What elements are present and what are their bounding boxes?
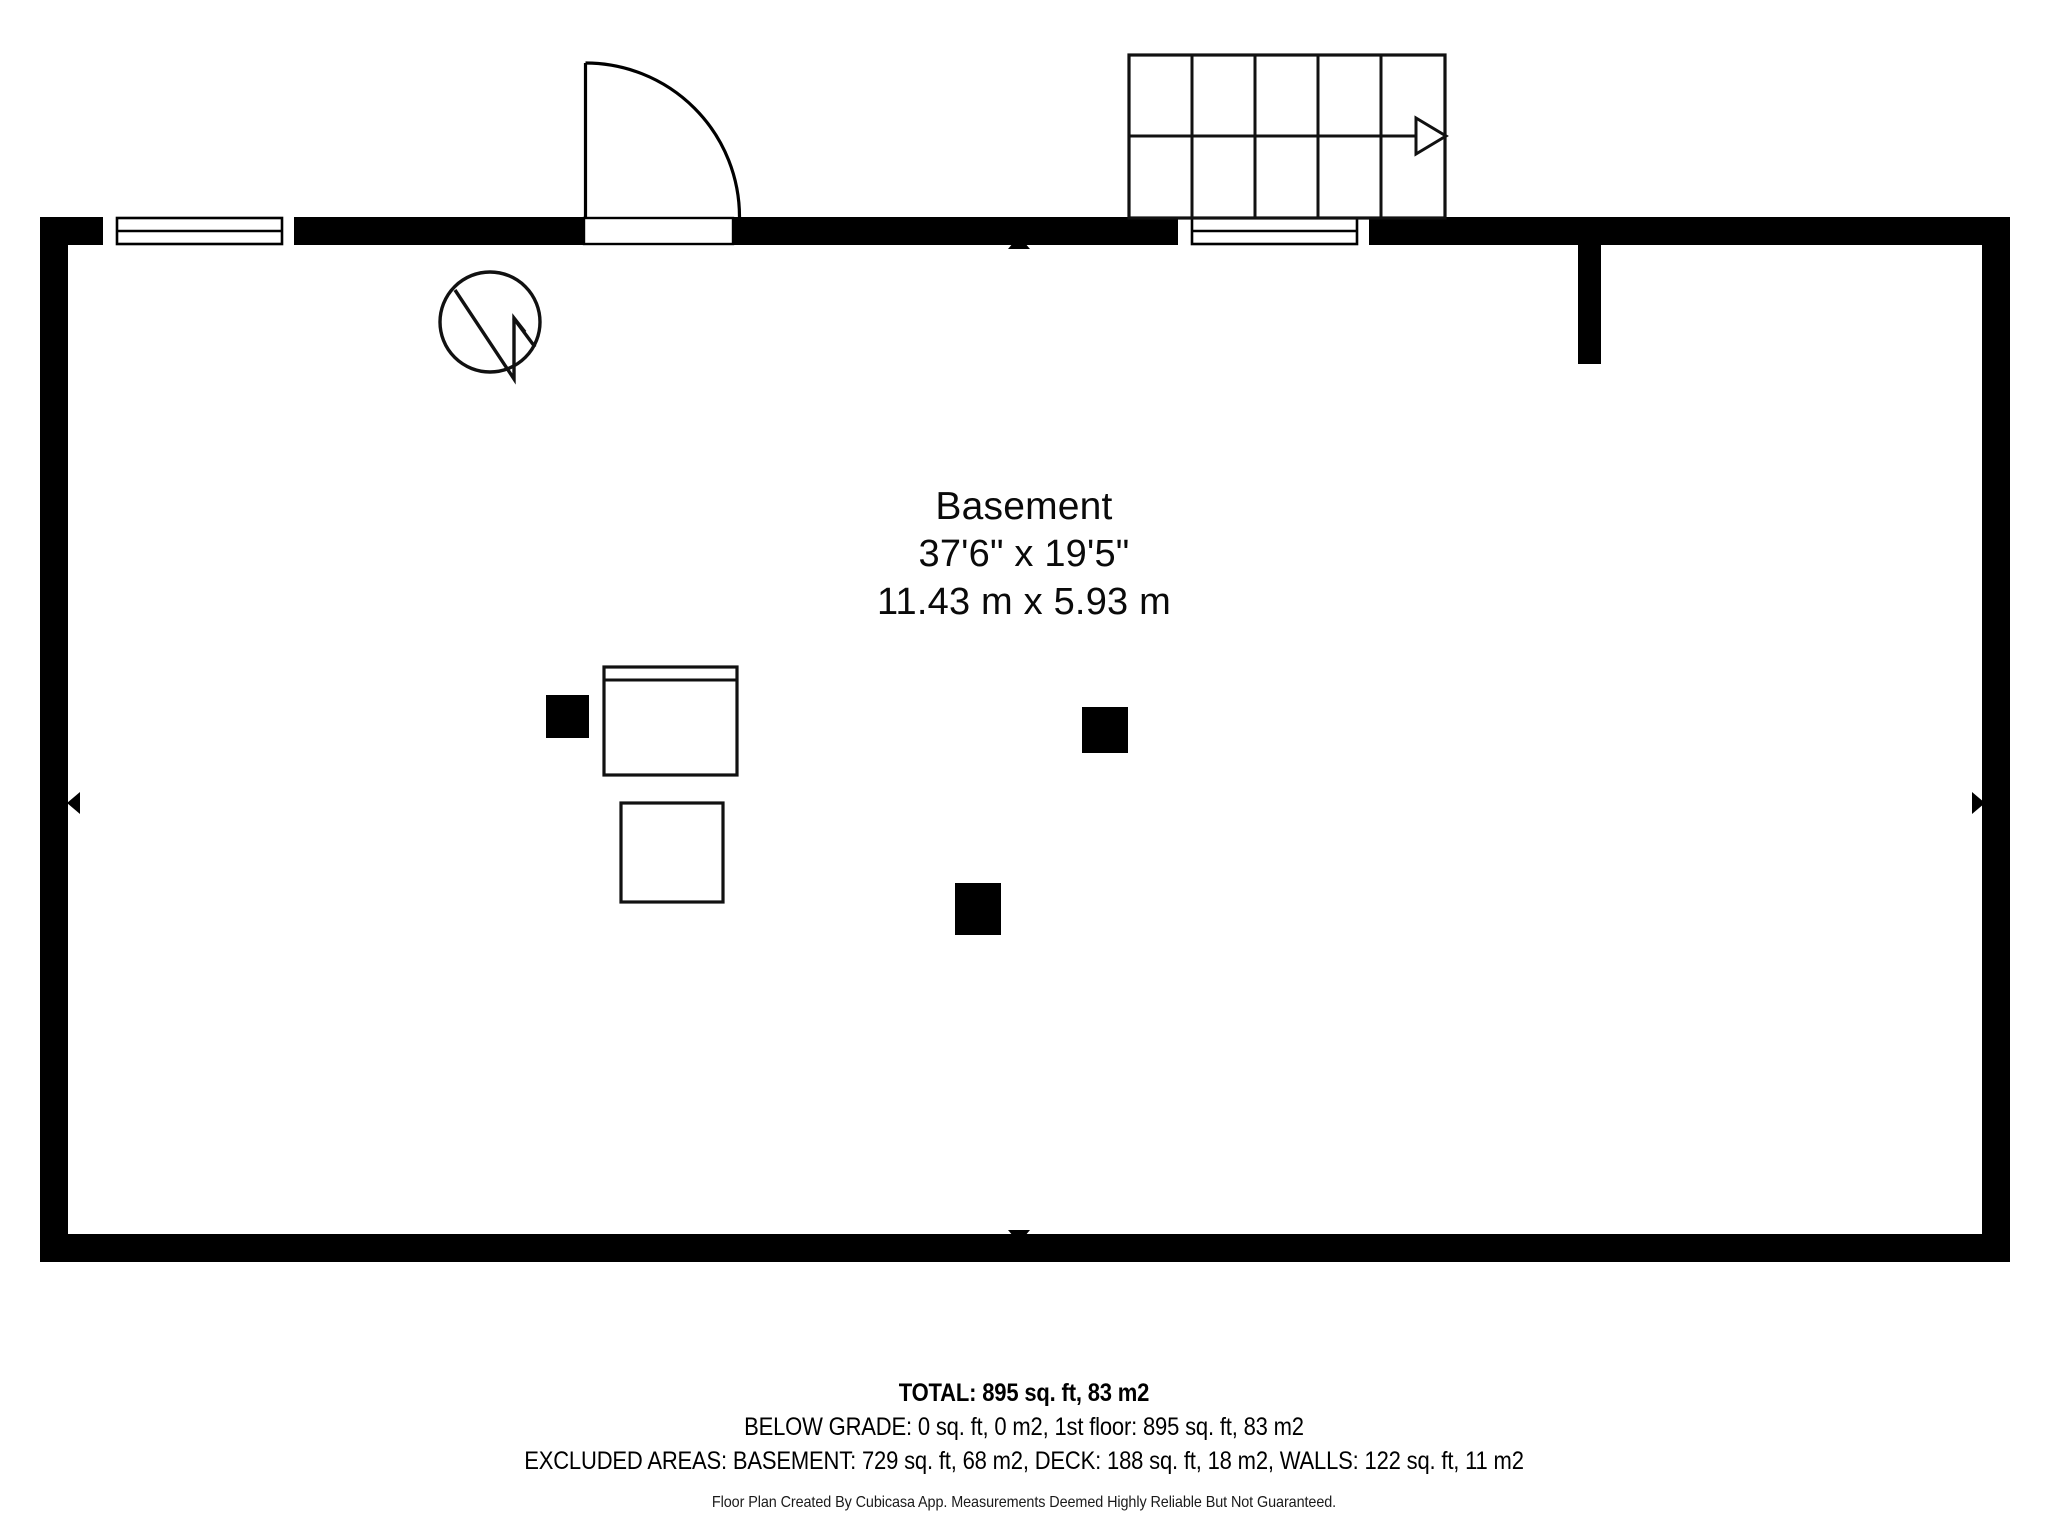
dimension-marker-left <box>67 792 80 814</box>
wall-left <box>40 217 68 1262</box>
room-label: Basement 37'6" x 19'5" 11.43 m x 5.93 m <box>724 482 1324 627</box>
appliance-lower <box>619 801 725 904</box>
support-post <box>955 883 1001 935</box>
wall-bottom <box>40 1234 2010 1262</box>
support-posts <box>546 695 1128 935</box>
summary-total: TOTAL: 895 sq. ft, 83 m2 <box>898 1379 1150 1407</box>
swing-door <box>582 61 742 246</box>
window-right <box>1178 216 1369 246</box>
dimension-markers <box>67 236 1985 1243</box>
fixtures <box>602 665 739 904</box>
interior-wall-stub <box>1578 217 1601 364</box>
room-dimensions-metric: 11.43 m x 5.93 m <box>877 581 1171 623</box>
support-post <box>546 695 589 738</box>
electrical-panel-circle <box>438 270 542 374</box>
room-name: Basement <box>935 485 1113 528</box>
window-left <box>103 216 294 246</box>
support-post <box>1082 707 1128 753</box>
dimension-marker-right <box>1972 792 1985 814</box>
room-dimensions-imperial: 37'6" x 19'5" <box>918 533 1130 576</box>
disclaimer-text: Floor Plan Created By Cubicasa App. Meas… <box>711 1494 1337 1511</box>
area-summary: TOTAL: 895 sq. ft, 83 m2 BELOW GRADE: 0 … <box>0 1377 2048 1478</box>
dimension-marker-top <box>1008 236 1030 249</box>
electrical-panel-icon <box>438 270 542 385</box>
door-swing-arc <box>585 61 742 218</box>
door-threshold <box>582 216 735 246</box>
wall-top <box>40 217 2010 245</box>
lightning-bolt-diagonal <box>512 316 537 349</box>
wall-right <box>1982 217 2010 1262</box>
appliance-upper <box>602 665 739 777</box>
dimension-marker-bottom <box>1008 1230 1030 1243</box>
summary-excluded-areas: EXCLUDED AREAS: BASEMENT: 729 sq. ft, 68… <box>524 1446 1524 1475</box>
summary-below-grade: BELOW GRADE: 0 sq. ft, 0 m2, 1st floor: … <box>744 1412 1304 1441</box>
exterior-walls <box>40 217 2010 1262</box>
stair-direction-arrow-icon <box>1414 115 1449 157</box>
staircase <box>1127 53 1449 220</box>
